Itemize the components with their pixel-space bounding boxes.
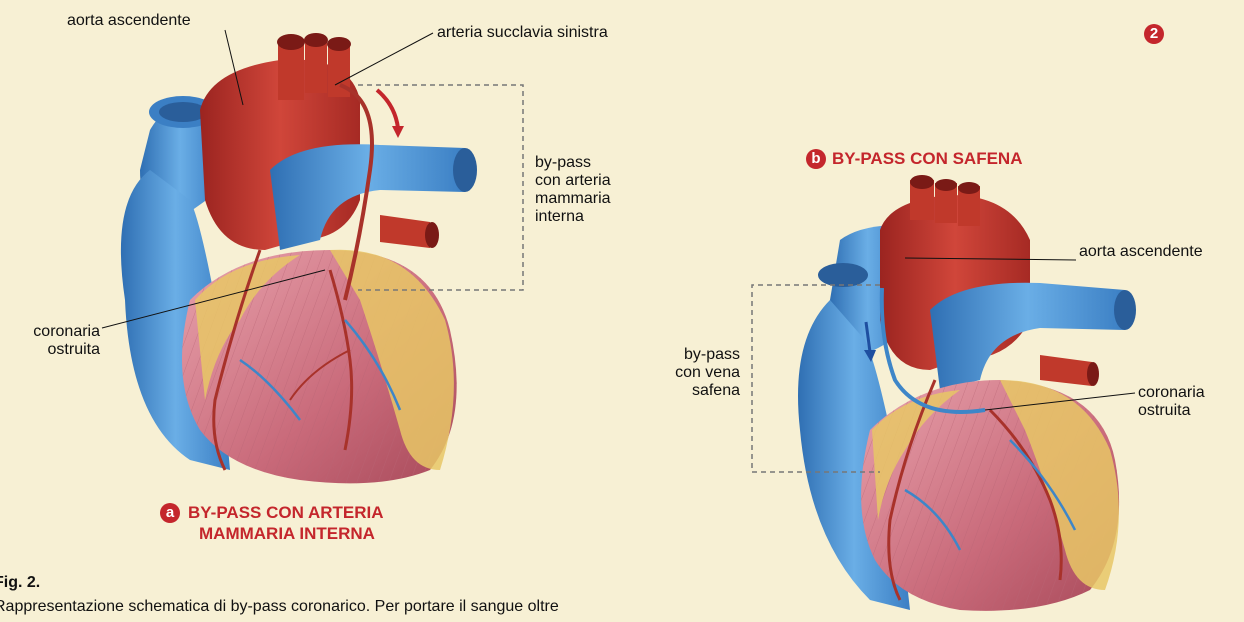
label-bypass-safena: by-pass con vena safena — [640, 346, 740, 400]
figure-caption-heading: Fig. 2. — [0, 574, 40, 592]
title-panel-a-line2: MAMMARIA INTERNA — [199, 524, 375, 544]
title-panel-b: BY-PASS CON SAFENA — [832, 149, 1023, 169]
heart-a-illustration — [102, 30, 523, 483]
label-aorta-ascendente-b: aorta ascendente — [1079, 243, 1203, 261]
label-coronaria-ostruita-a: coronaria ostruita — [8, 323, 100, 359]
badge-a: a — [160, 503, 180, 523]
label-coronaria-ostruita-b: coronaria ostruita — [1138, 384, 1205, 420]
title-panel-a-line1: BY-PASS CON ARTERIA — [188, 503, 384, 523]
label-aorta-ascendente-a: aorta ascendente — [67, 12, 191, 30]
figure-number-badge: 2 — [1144, 24, 1164, 44]
heart-b-illustration — [752, 175, 1136, 611]
label-bypass-mammaria: by-pass con arteria mammaria interna — [535, 154, 611, 226]
figure-caption-text: Rappresentazione schematica di by-pass c… — [0, 598, 559, 616]
label-arteria-succlavia: arteria succlavia sinistra — [437, 24, 608, 42]
badge-b: b — [806, 149, 826, 169]
